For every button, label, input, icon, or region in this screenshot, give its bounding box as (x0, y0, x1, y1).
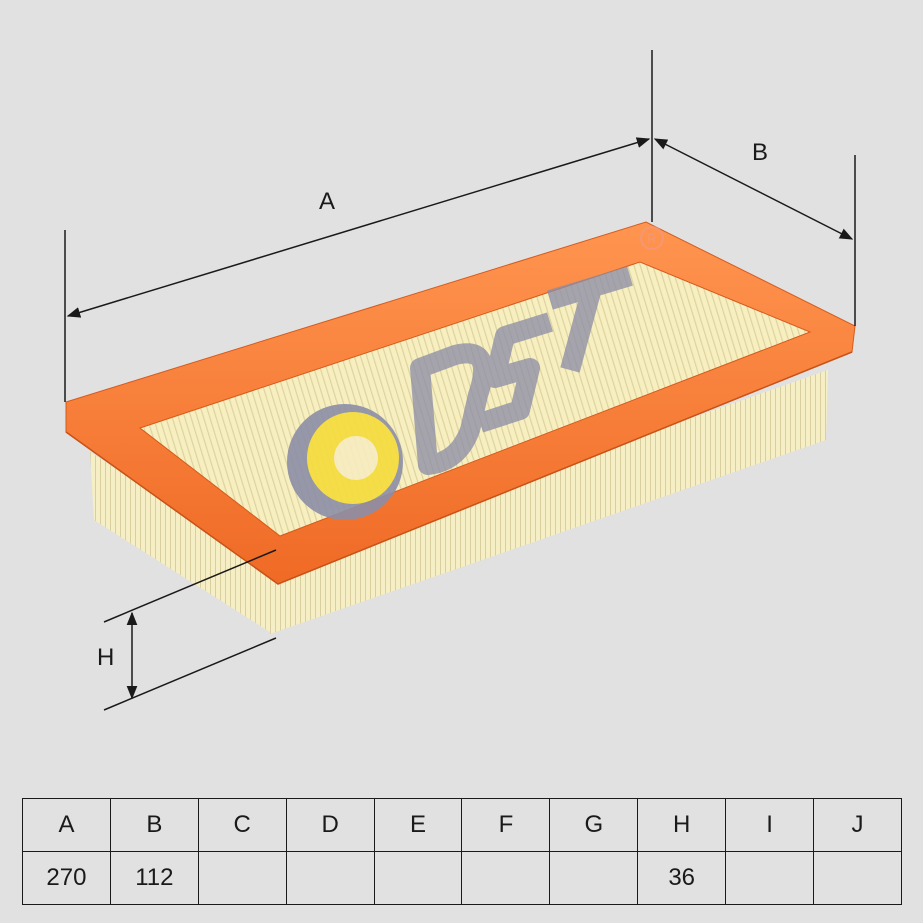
value-cell-a: 270 (22, 851, 111, 905)
value-cell-d (285, 851, 375, 905)
header-cell-a: A (22, 798, 111, 852)
dimension-b-label: B (752, 139, 769, 166)
dimension-h (103, 549, 277, 711)
dimension-b-arrow (653, 138, 854, 240)
filter-side-media (90, 452, 270, 632)
dimensions-header-row: A B C D E F G H I J (22, 798, 902, 852)
header-cell-j: J (813, 798, 902, 852)
dimensions-value-row: 270 112 36 (22, 851, 902, 905)
value-cell-i (725, 851, 815, 905)
value-cell-c (197, 851, 287, 905)
value-cell-b: 112 (109, 851, 199, 905)
header-cell-i: I (725, 798, 815, 852)
header-cell-b: B (109, 798, 199, 852)
header-cell-d: D (285, 798, 375, 852)
value-cell-h: 36 (637, 851, 727, 905)
value-cell-j (813, 851, 902, 905)
dimensions-table: A B C D E F G H I J 270 112 36 (22, 798, 902, 905)
header-cell-h: H (637, 798, 727, 852)
logo-inner-dot (334, 436, 378, 480)
header-cell-e: E (373, 798, 463, 852)
value-cell-g (549, 851, 639, 905)
dimension-h-label: H (97, 644, 115, 671)
dimension-a-arrow (66, 137, 651, 318)
header-cell-c: C (197, 798, 287, 852)
dimension-a-label: A (319, 188, 336, 215)
frame-edge-highlight (65, 351, 853, 585)
dimension-h-extension-top (103, 549, 277, 623)
filter-front-media (270, 370, 828, 634)
header-cell-g: G (549, 798, 639, 852)
header-cell-f: F (461, 798, 551, 852)
dimension-h-extension-bottom (103, 637, 277, 711)
value-cell-f (461, 851, 551, 905)
value-cell-e (373, 851, 463, 905)
dimension-a (64, 50, 653, 402)
dimension-b (653, 138, 856, 326)
svg-text:R: R (647, 231, 656, 246)
